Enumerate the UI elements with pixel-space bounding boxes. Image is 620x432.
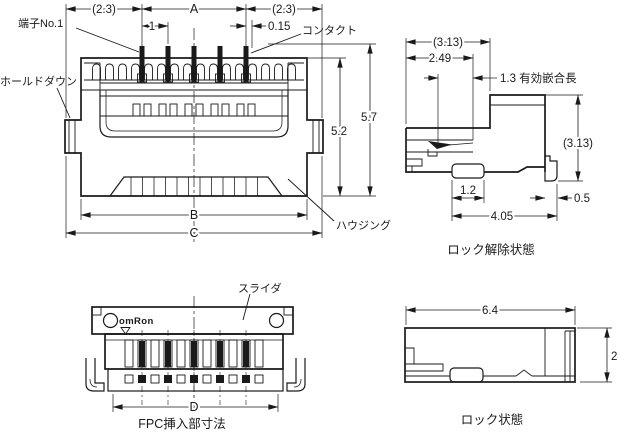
dim-insert-width: D bbox=[189, 400, 198, 414]
locked-dimensions: 6.4 2 bbox=[405, 303, 619, 383]
dim-height-overall-side: (3.13) bbox=[563, 138, 593, 150]
dim-lock-width: 0.5 bbox=[574, 193, 590, 205]
dim-pin-span: A bbox=[190, 2, 199, 16]
dim-height-overall: 5.7 bbox=[361, 112, 377, 124]
contact-wedge bbox=[428, 141, 452, 149]
metal-foot bbox=[451, 163, 485, 179]
dim-pitch: 1 bbox=[149, 21, 155, 33]
front-view: (2.3) A (2.3) 1 0.15 5.2 5.7 B C 端子No.1 … bbox=[0, 0, 391, 242]
dim-mating-length: 1.3 有効嵌合長 bbox=[500, 71, 577, 85]
lock-click-mark bbox=[515, 369, 533, 377]
dim-width-body: B bbox=[190, 208, 198, 222]
dim-depth-overall: (3.13) bbox=[433, 37, 463, 49]
dim-right-margin: (2.3) bbox=[272, 4, 296, 16]
dim-contact-offset: 0.15 bbox=[268, 21, 290, 33]
unlocked-dimensions: (3.13) 2.49 1.3 有効嵌合長 (3.13) 1.2 4.05 0.… bbox=[405, 35, 595, 225]
contact-label: コンタクト bbox=[302, 24, 357, 37]
inner-channel-inner bbox=[105, 90, 283, 132]
bottom-dimensions: D bbox=[112, 394, 279, 416]
dim-foot-width: 1.2 bbox=[460, 185, 476, 197]
slider-label: スライダ bbox=[238, 281, 282, 295]
dim-depth-body: 2.49 bbox=[429, 53, 451, 65]
dim-left-margin: (2.3) bbox=[92, 4, 116, 16]
unlocked-inner-detail bbox=[406, 139, 474, 172]
front-labels: 端子No.1 コンタクト ホールドダウン ハウジング bbox=[0, 17, 391, 232]
slider-notch-left bbox=[91, 306, 102, 316]
hold-down-left bbox=[68, 120, 76, 153]
dim-width-overall: C bbox=[189, 226, 198, 240]
hold-down-right bbox=[312, 120, 320, 153]
solder-pads bbox=[124, 374, 264, 384]
terminal-no1-label: 端子No.1 bbox=[18, 17, 63, 30]
contact-pin bbox=[158, 46, 178, 117]
contact-pin bbox=[210, 46, 230, 117]
locked-inner-detail bbox=[405, 328, 575, 382]
hook-left-curve bbox=[89, 378, 98, 388]
metal-foot-locked bbox=[449, 367, 484, 383]
fpc-caption: FPC挿入部寸法 bbox=[138, 416, 226, 431]
hook-right-curve bbox=[293, 378, 302, 388]
fpc-guide-ribs bbox=[109, 176, 283, 197]
dim-locked-width: 6.4 bbox=[482, 305, 499, 317]
locked-body-outline bbox=[404, 327, 576, 383]
side-view-unlocked: (3.13) 2.49 1.3 有効嵌合長 (3.13) 1.2 4.05 0.… bbox=[405, 35, 595, 257]
housing-label: ハウジング bbox=[336, 218, 391, 232]
dim-height-housing: 5.2 bbox=[331, 126, 347, 138]
side-view-locked: 6.4 2 ロック状態 bbox=[404, 303, 619, 427]
lock-lever bbox=[544, 155, 558, 182]
front-dimensions: (2.3) A (2.3) 1 0.15 5.2 5.7 B C bbox=[65, 0, 379, 242]
polarity-triangle-icon bbox=[120, 327, 131, 335]
contact-pin bbox=[132, 46, 152, 117]
unlocked-caption: ロック解除状態 bbox=[447, 242, 535, 257]
dim-base-length: 4.05 bbox=[491, 211, 513, 223]
hook-right bbox=[286, 358, 306, 392]
hook-left bbox=[85, 358, 105, 392]
contact-pin bbox=[236, 46, 256, 117]
dim-locked-height: 2 bbox=[611, 351, 617, 363]
locked-caption: ロック状態 bbox=[461, 412, 524, 427]
slider-hole-left bbox=[102, 312, 119, 329]
hold-down-label: ホールドダウン bbox=[0, 74, 77, 88]
slider-hole-right bbox=[268, 312, 285, 329]
omron-logo: omRon bbox=[119, 316, 154, 327]
lower-band bbox=[107, 368, 284, 392]
slider-notch-right bbox=[283, 306, 294, 316]
unlocked-body-outline bbox=[405, 94, 546, 173]
slider-leader bbox=[242, 293, 251, 321]
bottom-view: omRon bbox=[85, 281, 306, 431]
